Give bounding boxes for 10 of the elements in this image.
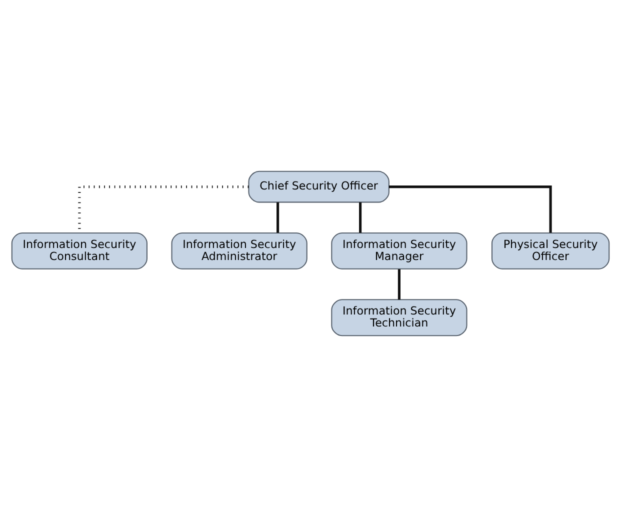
node-box: Chief Security Officer — [248, 170, 390, 203]
connector — [398, 269, 400, 300]
node-box: Information Security Administrator — [171, 232, 308, 270]
node-box: Information Security Technician — [331, 299, 468, 336]
connector — [359, 202, 362, 233]
connector — [388, 186, 552, 233]
connector — [276, 202, 280, 233]
node-box: Information Security Manager — [331, 232, 468, 270]
node-box: Information Security Consultant — [11, 232, 148, 270]
node-box: Physical Security Officer — [491, 232, 610, 270]
